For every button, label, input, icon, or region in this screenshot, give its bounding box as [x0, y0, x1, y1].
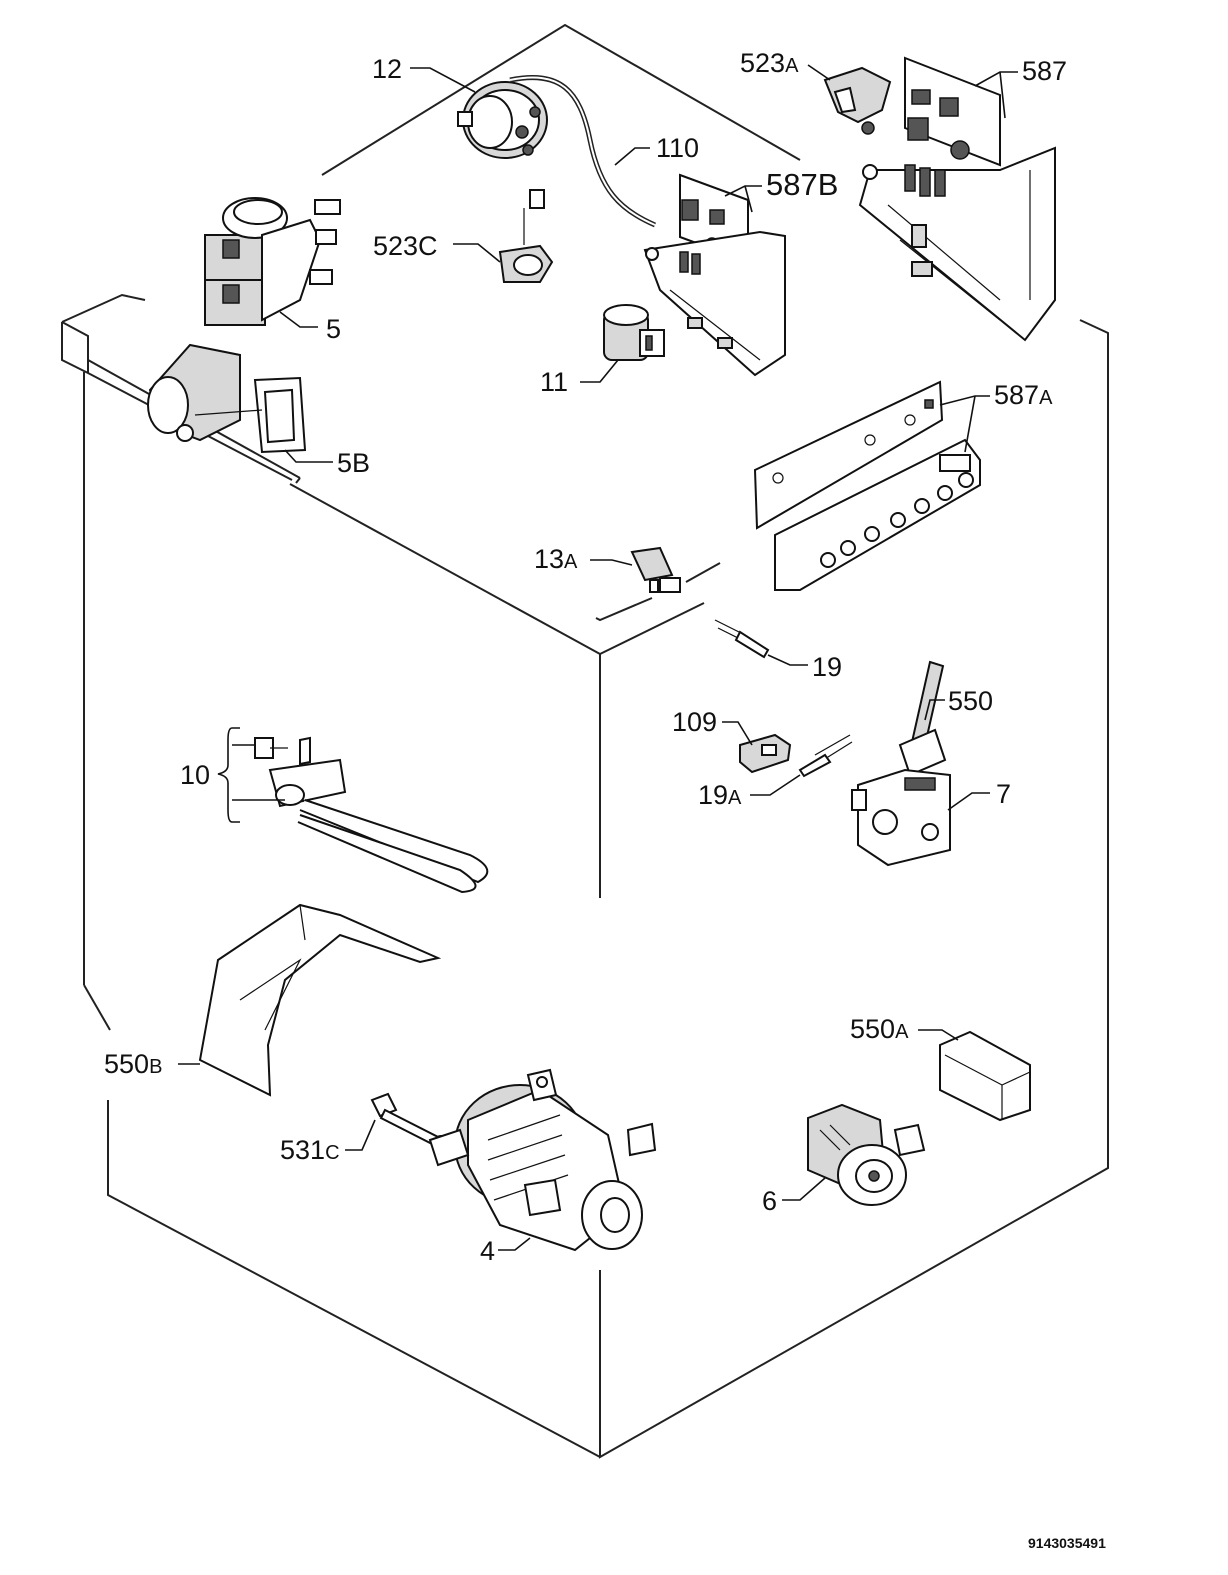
callout-4: 4 [480, 1236, 495, 1266]
callout-523c: 523C [373, 231, 438, 261]
callout-6: 6 [762, 1186, 777, 1216]
temperature-sensor-part-19 [714, 619, 770, 659]
document-number: 9143035491 [1028, 1535, 1106, 1551]
callout-523a: 523A [740, 48, 799, 78]
door-lock-part-7 [851, 768, 951, 867]
connector-part-13a [630, 546, 681, 593]
callout-labels: 12 110 523A 587 587B 523C 5 11 5B 587A 1… [104, 48, 1067, 1266]
heat-shield-part-550b [198, 903, 442, 1097]
callout-10: 10 [180, 760, 210, 790]
callout-550: 550 [948, 686, 993, 716]
electronic-module-part-587b [643, 173, 786, 377]
temperature-sensor-part-19a [798, 734, 853, 778]
callout-12: 12 [372, 54, 402, 84]
callout-13a: 13A [534, 544, 578, 574]
callout-5: 5 [326, 314, 341, 344]
cabinet-outline [61, 23, 1109, 1459]
callout-11: 11 [540, 367, 568, 397]
cover-part-109 [739, 733, 792, 774]
callout-550b: 550B [104, 1049, 162, 1079]
pump-part-6 [807, 1103, 926, 1206]
inlet-valve-part-5 [204, 197, 341, 326]
callout-7: 7 [996, 779, 1011, 809]
callout-531c: 531C [280, 1135, 340, 1165]
callout-550a: 550A [850, 1014, 909, 1044]
pressure-switch-part-12 [457, 81, 548, 159]
callout-19: 19 [812, 652, 842, 682]
heating-element-part-10 [254, 736, 489, 894]
dispenser-inlet-part-5b [147, 343, 307, 454]
callout-587: 587 [1022, 56, 1067, 86]
cover-part-550a [939, 1030, 1031, 1122]
callout-109: 109 [672, 707, 717, 737]
callout-19a: 19A [698, 780, 742, 810]
sensor-part-523a [823, 66, 892, 135]
control-board-part-587a [753, 380, 981, 591]
door-lever-part-550 [898, 660, 947, 777]
capacitor-part-11 [603, 304, 665, 361]
connector-part-523c [498, 189, 554, 283]
electronic-module-part-587 [858, 56, 1056, 342]
callout-110: 110 [656, 133, 699, 163]
callout-587b: 587B [766, 167, 838, 202]
callout-5b: 5B [337, 448, 370, 478]
callout-leaders [178, 64, 1018, 1251]
hose-inner [509, 76, 656, 226]
callout-587a: 587A [994, 380, 1053, 410]
drain-pump-part-4 [428, 1068, 657, 1252]
